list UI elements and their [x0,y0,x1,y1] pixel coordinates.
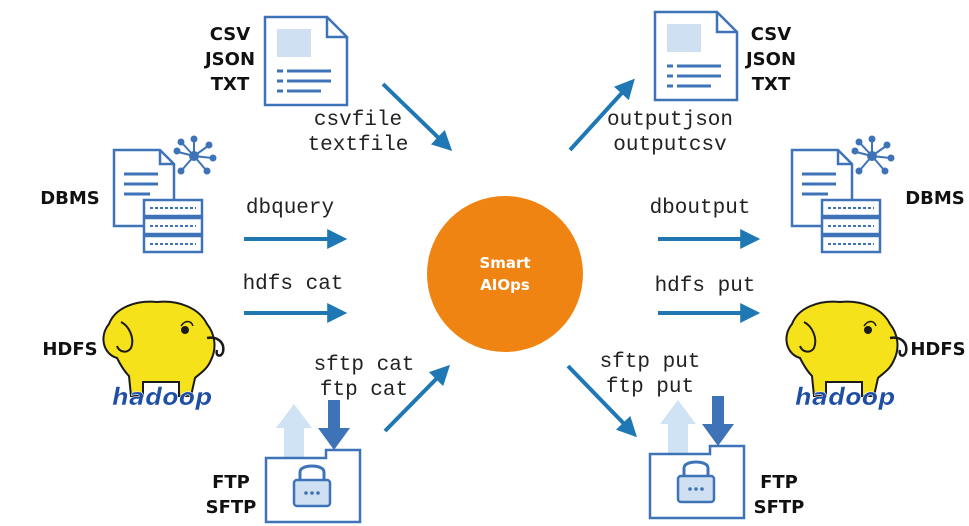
database-icon [790,135,895,254]
target-ftp-command: sftp put ftp put [599,351,701,399]
document-icon [653,10,739,102]
arrow-ftp-in [383,364,451,433]
source-hdfs-label: HDFS [42,339,98,360]
target-ftp-label: FTP SFTP [753,472,805,518]
source-dbms-command: dbquery [245,197,335,220]
source-file-formats-label: CSV JSON TXT [204,24,256,95]
target-dbms-command: dboutput [649,197,751,220]
arrow-ftp-out [566,364,638,438]
network-node-icon [173,135,217,175]
hadoop-logo-text: hadoop [112,383,213,411]
target-file-formats-label: CSV JSON TXT [745,24,797,95]
source-ftp-label: FTP SFTP [205,472,257,518]
smart-aiops-node: Smart AIOps [427,196,583,352]
arrow-file-in [381,82,453,152]
database-icon [112,135,217,254]
ftp-folder-lock-icon [264,400,362,524]
source-file-command: csvfile textfile [307,109,409,157]
source-dbms-label: DBMS [40,188,100,209]
smart-aiops-label: Smart AIOps [479,254,531,294]
target-hdfs-label: HDFS [910,339,966,360]
arrow-file-out [568,78,635,152]
target-file-command: outputjson outputcsv [606,109,734,157]
source-ftp-command: sftp cat ftp cat [313,354,415,402]
document-icon [263,15,349,107]
hadoop-logo-text: hadoop [795,383,896,411]
ftp-folder-lock-icon [648,396,746,520]
network-node-icon [851,135,895,175]
target-hdfs-command: hdfs put [654,275,756,298]
hadoop-elephant-icon: hadoop [102,300,225,411]
source-hdfs-command: hdfs cat [242,273,344,296]
target-dbms-label: DBMS [905,188,965,209]
hadoop-elephant-icon: hadoop [785,300,908,411]
